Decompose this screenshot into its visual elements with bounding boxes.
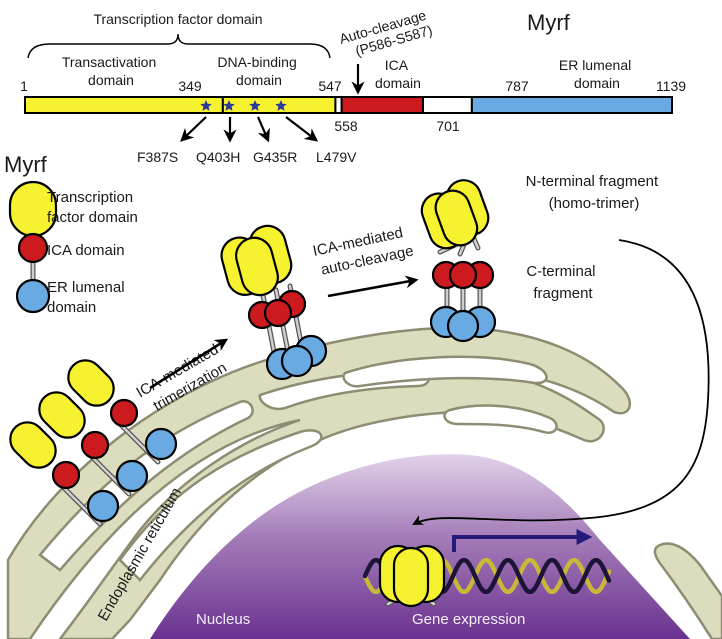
domain-map: Myrf Transcription factor domain Auto-cl…	[20, 6, 686, 165]
domain-segment-linker-2	[421, 96, 473, 114]
monomer-er-domain	[144, 427, 178, 461]
er-lumenal-label-line2: domain	[574, 75, 620, 91]
pos-label-701: 701	[436, 118, 460, 134]
trimerization-arrow	[149, 338, 229, 390]
trimer-tf-domain	[235, 236, 279, 297]
mutation-arrow-f387s	[180, 116, 207, 142]
monomer-ica-domain	[51, 460, 81, 490]
mutation-label-l479v: L479V	[316, 149, 357, 165]
monomer-tf-domain	[67, 359, 115, 407]
mutation-star-g435r	[249, 100, 261, 111]
c-fragment-ica-domain	[448, 260, 478, 290]
c-fragment-er-domain	[446, 309, 480, 343]
n-fragment-label-line1: N-terminal fragment	[526, 173, 659, 190]
dna-bound-trimer	[378, 544, 446, 609]
monomer	[67, 359, 178, 465]
er-fragment-right	[653, 542, 722, 639]
n-fragment-tf-domain	[434, 189, 479, 247]
auto-cleavage-label: ICA-mediated auto-cleavage	[311, 223, 415, 280]
dna-binding-label-line1: DNA-binding	[217, 54, 296, 70]
transactivation-label: Transactivation domain	[62, 54, 160, 88]
pos-label-349: 349	[178, 78, 202, 94]
autocleavage-label: Auto-cleavage (P586-S587)	[337, 6, 436, 63]
c-terminal-fragment	[429, 260, 497, 343]
legend-tf-label: Transcription factor domain	[47, 189, 138, 226]
legend-er-label: ER lumenal domain	[47, 279, 129, 316]
monomer	[9, 421, 120, 527]
myrf-trimer	[220, 224, 328, 381]
transactivation-label-line1: Transactivation	[62, 54, 156, 70]
nuclear-translocation-arrow	[412, 239, 710, 526]
mutation-label-g435r: G435R	[253, 149, 297, 165]
pos-label-558: 558	[334, 118, 358, 134]
domain-map-title: Myrf	[527, 10, 571, 35]
dna-binding-label-line2: domain	[236, 72, 282, 88]
c-fragment-label: C-terminal fragment	[526, 263, 599, 302]
legend: Myrf Transcription factor domain ICA dom…	[4, 152, 138, 316]
mutation-star-q403h	[223, 100, 235, 111]
domain-segment-ica-domain	[340, 96, 424, 114]
gene-expression	[362, 529, 612, 609]
er-lumen-gap-5	[443, 404, 558, 435]
transcription-factor-bracket	[27, 33, 331, 59]
domain-segment-transactivation-domain	[24, 96, 224, 114]
er-lumen-gap-3	[342, 355, 548, 388]
mutation-label-f387s: F387S	[137, 149, 178, 165]
monomer-tf-domain	[38, 391, 86, 439]
pos-label-1139: 1139	[656, 78, 686, 94]
ica-label: ICA domain	[375, 57, 421, 91]
bracket-label: Transcription factor domain	[93, 11, 262, 27]
trimer-er-domain	[280, 344, 314, 378]
er-lumenal-label: ER lumenal domain	[559, 57, 635, 91]
c-fragment-label-line1: C-terminal	[526, 263, 595, 280]
nucleus-label: Nucleus	[196, 611, 250, 628]
pos-label-1: 1	[20, 78, 28, 94]
transcription-start-arrow	[452, 529, 593, 552]
dna-binding-label: DNA-binding domain	[217, 54, 300, 88]
gene-expression-label: Gene expression	[412, 611, 525, 628]
pos-label-547: 547	[318, 78, 342, 94]
mutation-arrow-l479v	[285, 116, 319, 142]
n-fragment-label: N-terminal fragment (homo-trimer)	[526, 173, 663, 212]
er-lumenal-label-line1: ER lumenal	[559, 57, 631, 73]
legend-tf-label-line2: factor domain	[47, 209, 138, 226]
monomer	[38, 391, 149, 497]
n-fragment-label-line2: (homo-trimer)	[549, 195, 640, 212]
trimer-ica-domain	[263, 298, 293, 328]
monomer-tf-domain	[9, 421, 57, 469]
mutation-stars	[200, 100, 287, 111]
pos-label-787: 787	[505, 78, 529, 94]
ica-label-line1: ICA	[385, 57, 409, 73]
legend-er-lumenal-circle	[15, 278, 51, 314]
legend-title: Myrf	[4, 152, 48, 177]
legend-tf-label-line1: Transcription	[47, 189, 133, 206]
transactivation-label-line2: domain	[88, 72, 134, 88]
mutation-arrow-g435r	[256, 116, 270, 143]
domain-segment-er-lumenal-domain	[470, 96, 674, 114]
auto-cleavage-arrow	[327, 275, 419, 298]
ica-label-line2: domain	[375, 75, 421, 91]
legend-ica-circle	[17, 232, 49, 264]
mutation-star-f387s	[200, 100, 212, 111]
domain-bar	[24, 96, 674, 114]
c-fragment-label-line2: fragment	[533, 285, 593, 302]
legend-er-label-line1: ER lumenal	[47, 279, 125, 296]
cell-scene: Endoplasmic reticulum Nucleus Gene expre…	[6, 326, 722, 639]
monomer-er-domain	[86, 489, 120, 523]
legend-er-label-line2: domain	[47, 299, 96, 316]
legend-ica-label: ICA domain	[47, 242, 125, 259]
mutation-star-l479v	[275, 100, 287, 111]
er-lumen-gap-4	[118, 429, 323, 582]
mutation-label-q403h: Q403H	[196, 149, 240, 165]
myrf-monomers	[9, 359, 178, 527]
bound-tf-domain	[392, 546, 430, 608]
monomer-er-domain	[115, 459, 149, 493]
monomer-ica-domain	[109, 398, 139, 428]
monomer-ica-domain	[80, 430, 110, 460]
n-terminal-fragment	[420, 179, 490, 257]
